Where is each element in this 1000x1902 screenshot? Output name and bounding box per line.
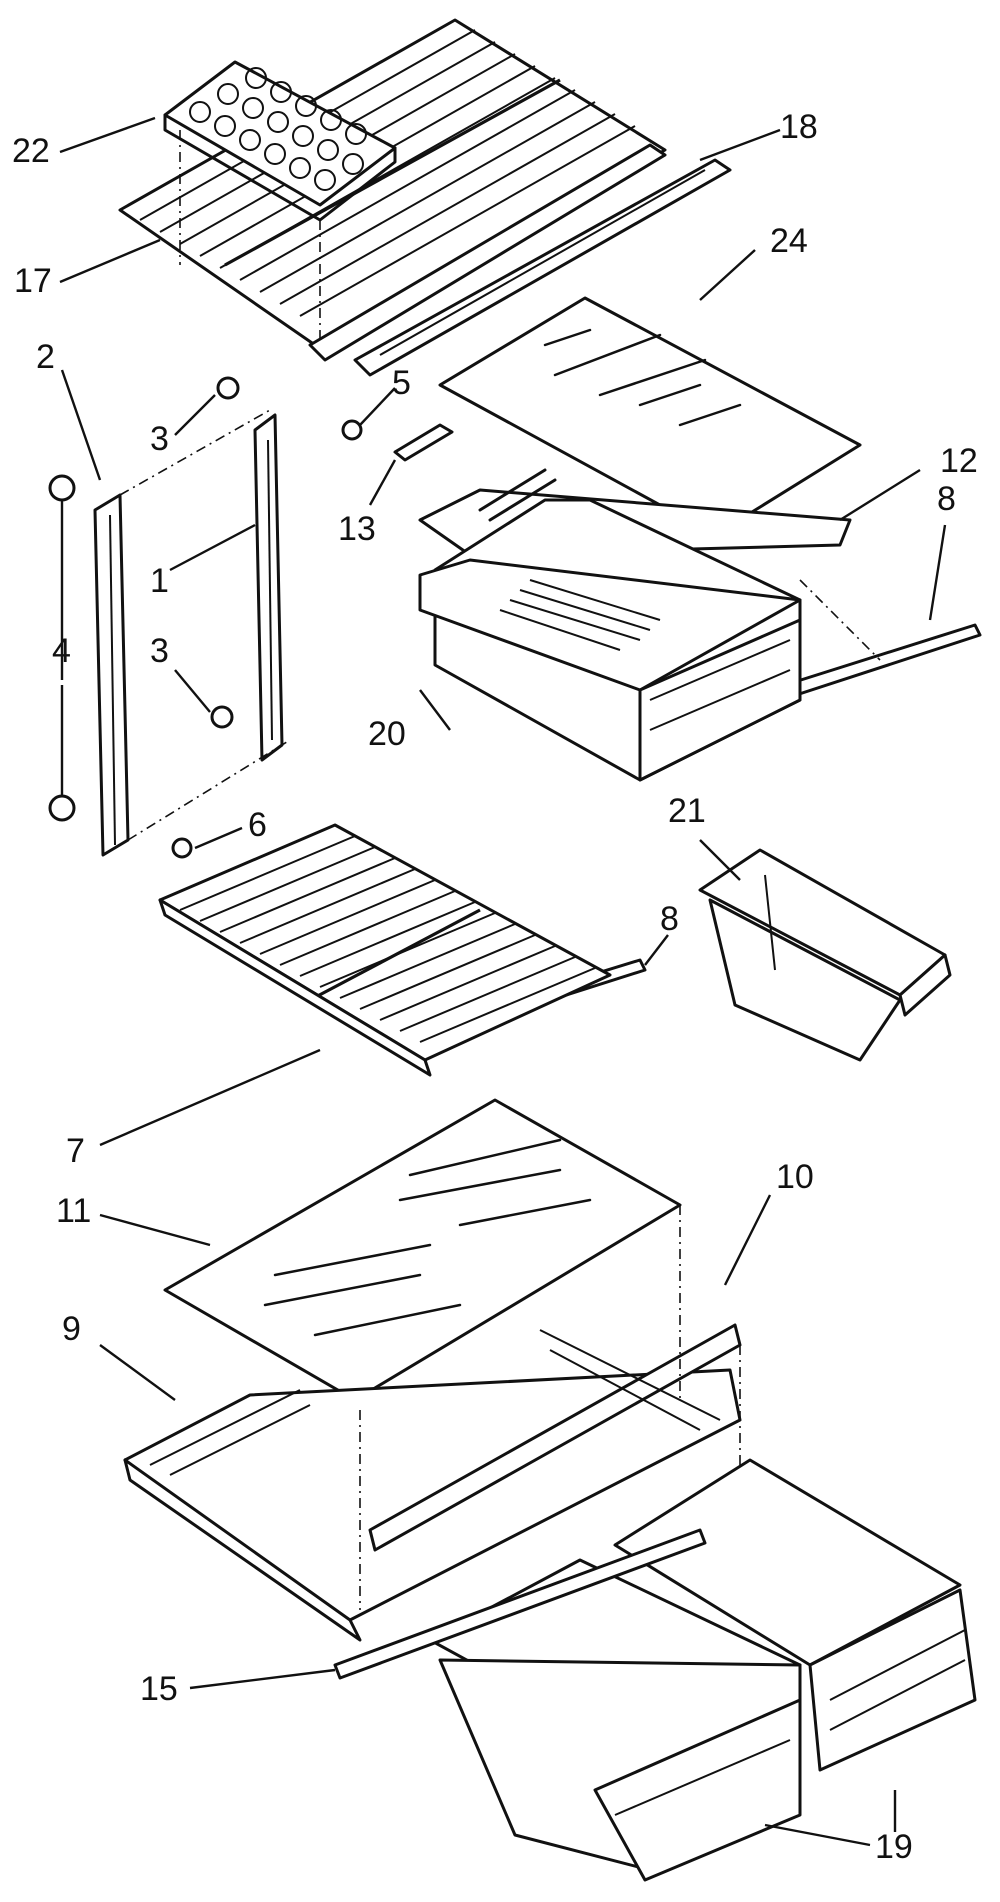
callout-8-lower: 8 — [660, 900, 679, 938]
callout-21: 21 — [668, 792, 706, 830]
glass-shelf-lower — [163, 1098, 682, 1402]
callout-12: 12 — [940, 442, 978, 480]
crisper-drawer-right — [613, 1458, 977, 1772]
shelf-uprights — [93, 409, 291, 857]
callout-2: 2 — [36, 338, 55, 376]
callout-17: 17 — [14, 262, 52, 300]
callout-1: 1 — [150, 562, 169, 600]
callout-11: 11 — [56, 1192, 91, 1230]
fasteners — [48, 376, 363, 859]
stud-lower — [48, 794, 76, 822]
callout-15: 15 — [140, 1670, 178, 1708]
callout-9: 9 — [62, 1310, 81, 1348]
glass-shelf-upper — [438, 296, 862, 537]
leader-arrows — [59, 116, 947, 1847]
callout-6: 6 — [248, 806, 267, 844]
upper-drawer-assembly — [418, 468, 881, 782]
callout-7: 7 — [66, 1132, 85, 1170]
callout-3-lower: 3 — [150, 632, 169, 670]
callout-13: 13 — [338, 510, 376, 548]
crisper-frame — [123, 1205, 742, 1642]
callout-8-upper: 8 — [937, 480, 956, 518]
callout-24: 24 — [770, 222, 808, 260]
callout-3-upper: 3 — [150, 420, 169, 458]
callout-22: 22 — [12, 132, 50, 170]
middle-wire-shelf — [158, 823, 612, 1077]
callout-19: 19 — [875, 1828, 913, 1866]
shelf-rail — [308, 143, 732, 377]
callout-labels: 22 18 17 24 2 5 3 13 12 8 1 4 3 20 21 6 … — [12, 108, 978, 1866]
dairy-bin — [698, 848, 952, 1062]
stud-upper — [48, 474, 76, 502]
egg-tray — [163, 60, 397, 340]
callout-5: 5 — [392, 364, 411, 402]
top-wire-shelf — [118, 18, 732, 377]
callout-20: 20 — [368, 715, 406, 753]
screw-upper — [341, 419, 363, 441]
clip-upper — [216, 376, 240, 400]
front-rail — [333, 1528, 707, 1680]
callout-4: 4 — [52, 632, 71, 670]
screw-lower — [171, 837, 193, 859]
callout-10: 10 — [776, 1158, 814, 1196]
clip-lower — [210, 705, 234, 729]
callout-18: 18 — [780, 108, 818, 146]
